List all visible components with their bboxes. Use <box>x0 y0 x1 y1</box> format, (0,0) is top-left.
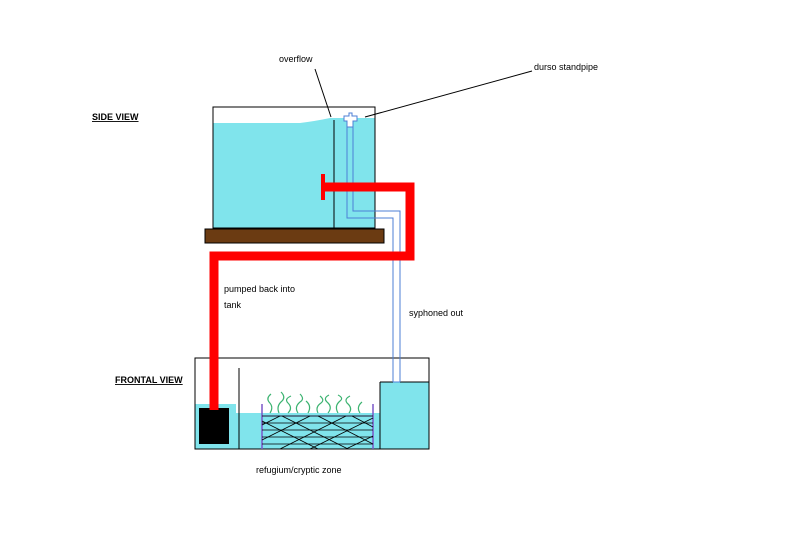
macroalgae <box>267 391 363 414</box>
frontal-view-heading: FRONTAL VIEW <box>115 375 183 385</box>
return-pump <box>199 408 229 444</box>
sump-water-right <box>380 382 429 449</box>
sump <box>194 357 430 450</box>
syphoned-out-label: syphoned out <box>409 308 464 318</box>
durso-standpipe-label: durso standpipe <box>534 62 598 72</box>
refugium-label: refugium/cryptic zone <box>256 465 342 475</box>
sump-outline <box>194 357 430 450</box>
pumped-back-label-line1: pumped back into <box>224 284 295 294</box>
durso-standpipe <box>343 112 358 128</box>
durso-leader <box>364 70 533 118</box>
overflow-leader <box>314 68 332 118</box>
display-tank-water <box>213 118 375 228</box>
overflow-label: overflow <box>279 54 313 64</box>
display-tank <box>212 106 376 229</box>
return-pipe <box>209 174 415 410</box>
display-tank-outline <box>212 106 376 229</box>
pumped-back-label-line2: tank <box>224 300 242 310</box>
refugium-substrate-mesh <box>261 415 374 450</box>
side-view-heading: SIDE VIEW <box>92 112 139 122</box>
siphon-pipe <box>346 127 401 383</box>
sump-water-middle <box>236 413 380 449</box>
tank-stand <box>204 228 385 244</box>
refugium-zone <box>261 391 374 450</box>
